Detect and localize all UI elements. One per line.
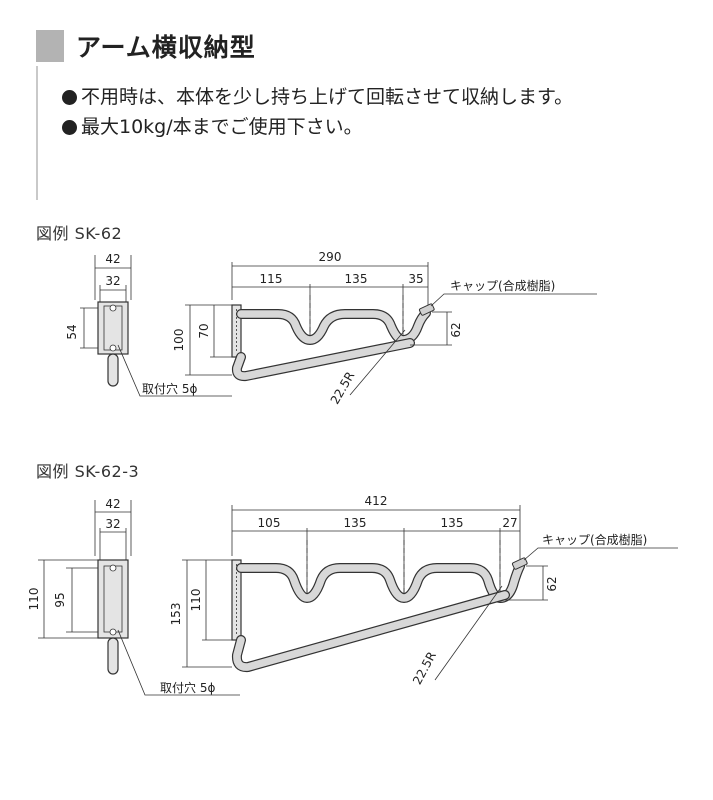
segment-length: 135 [345, 272, 368, 286]
overall-length: 290 [319, 250, 342, 264]
section-divider [36, 66, 38, 200]
bullet-icon [62, 119, 77, 135]
cap-icon [418, 303, 435, 316]
header-marker [36, 30, 64, 62]
figure-sk62: 42 32 54 取付穴 5ϕ [65, 250, 597, 407]
segment-length: 27 [502, 516, 517, 530]
mount-hole [109, 344, 117, 352]
section-title: アーム横収納型 [76, 33, 256, 62]
drop-height: 62 [545, 576, 559, 591]
figure-label-sk62: 図例 SK-62 [36, 224, 123, 243]
height-total: 153 [169, 603, 183, 626]
mount-hole [109, 628, 117, 636]
front-hole-pitch: 95 [53, 592, 67, 607]
segment-length: 135 [441, 516, 464, 530]
front-hole-pitch: 54 [65, 324, 79, 339]
cap-label: キャップ(合成樹脂) [450, 278, 555, 293]
front-view-sk62-3: 42 32 110 95 取付穴 5ϕ [27, 497, 240, 696]
side-view-sk62-3: 412 105 135 135 27 153 110 [169, 494, 678, 687]
bullet-icon [62, 89, 77, 105]
front-view-sk62: 42 32 54 取付穴 5ϕ [65, 252, 232, 397]
height-plate: 70 [197, 323, 211, 338]
front-width-outer: 42 [105, 497, 120, 511]
segment-length: 105 [258, 516, 281, 530]
section-header: アーム横収納型 [36, 28, 256, 64]
cap-label: キャップ(合成樹脂) [542, 532, 647, 547]
segment-length: 35 [408, 272, 423, 286]
height-plate: 110 [189, 589, 203, 612]
segment-length: 115 [260, 272, 283, 286]
height-total: 100 [172, 329, 186, 352]
note-text: 不用時は、本体を少し持ち上げて回転させて収納します。 [81, 86, 574, 108]
mount-hole [109, 304, 117, 312]
front-width-inner: 32 [105, 274, 120, 288]
front-height-outer: 110 [27, 588, 41, 611]
note-item: 最大10kg/本までご使用下さい。 [62, 112, 573, 142]
bend-radius: 22.5R [410, 649, 439, 687]
note-item: 不用時は、本体を少し持ち上げて回転させて収納します。 [62, 82, 573, 112]
front-width-inner: 32 [105, 517, 120, 531]
hole-label: 取付穴 5ϕ [160, 680, 215, 695]
front-width-outer: 42 [105, 252, 120, 266]
drop-height: 62 [449, 322, 463, 337]
figure-sk62-3: 42 32 110 95 取付穴 5ϕ [27, 494, 678, 696]
overall-length: 412 [365, 494, 388, 508]
side-view-sk62: 290 115 135 35 100 70 [172, 250, 597, 407]
figure-label-sk62-3: 図例 SK-62-3 [36, 462, 140, 481]
hole-label: 取付穴 5ϕ [142, 381, 197, 396]
note-text: 最大10kg/本までご使用下さい。 [81, 116, 363, 138]
cap-icon [511, 557, 528, 570]
mounting-plate [97, 559, 129, 639]
segment-length: 135 [344, 516, 367, 530]
bend-radius: 22.5R [328, 369, 358, 406]
notes-list: 不用時は、本体を少し持ち上げて回転させて収納します。 最大10kg/本までご使用… [62, 82, 573, 142]
mount-hole [109, 564, 117, 572]
